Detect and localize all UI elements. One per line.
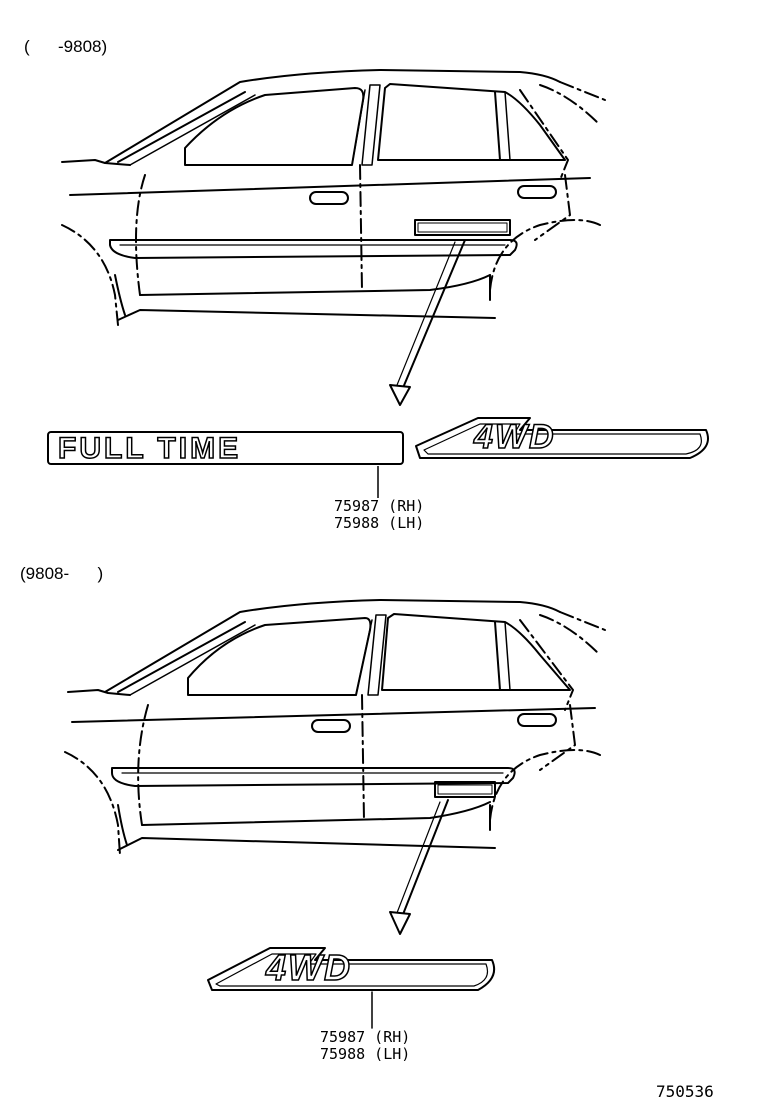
car-side-view-top	[61, 69, 606, 406]
range-label-top: ( -9808)	[24, 37, 108, 56]
part-number-rh-bottom: 75987 (RH)	[320, 1028, 411, 1046]
figure-number: 750536	[656, 1082, 714, 1101]
emblem-full-time-text: FULL TIME	[57, 432, 242, 465]
emblem-full-time-4wd-outline	[47, 417, 709, 465]
range-label-bottom: (9808- )	[20, 564, 104, 583]
part-number-rh-top: 75987 (RH)	[334, 497, 425, 515]
part-number-lh-bottom: 75988 (LH)	[320, 1045, 411, 1063]
emblem-4wd-text-bottom: 4WD	[265, 947, 352, 988]
emblem-4wd-text-top: 4WD	[473, 418, 556, 456]
car-side-view-bottom	[64, 599, 606, 935]
part-number-lh-top: 75988 (LH)	[334, 514, 425, 532]
emblem-4wd-outline-bottom	[207, 947, 496, 991]
